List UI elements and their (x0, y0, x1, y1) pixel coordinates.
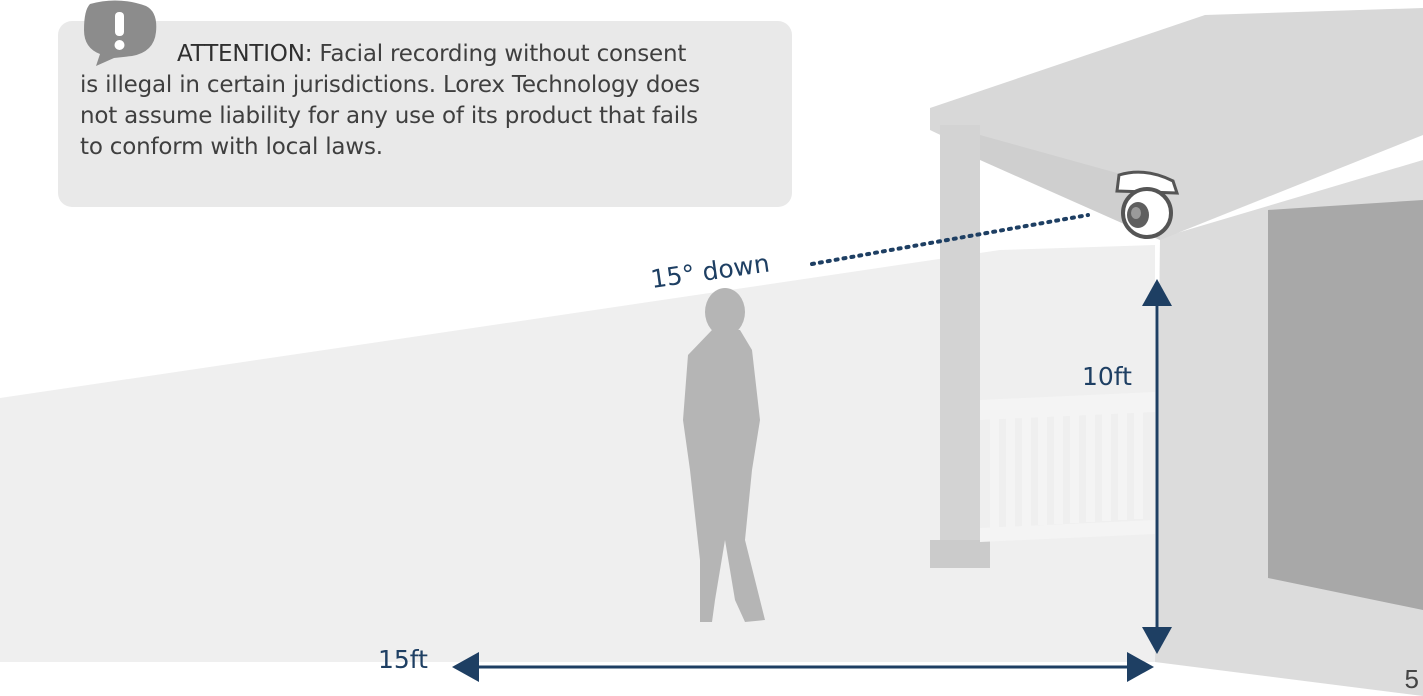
attention-line-1: ATTENTION: Facial recording without cons… (80, 39, 772, 70)
person-silhouette (683, 288, 765, 622)
porch-post-base (930, 540, 990, 568)
attention-text-1: Facial recording without consent (319, 41, 687, 67)
field-of-view-area (0, 245, 1155, 662)
exclamation-icon (84, 0, 157, 67)
attention-callout: ATTENTION: Facial recording without cons… (58, 21, 792, 207)
porch-ceiling (980, 135, 1160, 240)
distance-label: 15ft (378, 645, 428, 674)
attention-heading: ATTENTION: (177, 41, 313, 67)
porch-post (940, 125, 980, 565)
attention-line-2: is illegal in certain jurisdictions. Lor… (80, 72, 700, 98)
house (930, 8, 1423, 696)
attention-line-3: not assume liability for any use of its … (80, 103, 698, 129)
line-of-sight (810, 213, 1090, 266)
dome-camera-icon (1115, 170, 1180, 239)
porch-railing (980, 392, 1155, 542)
page-number: 5 (1404, 664, 1419, 694)
garage-door (1268, 200, 1423, 610)
attention-line-4: to conform with local laws. (80, 134, 383, 160)
height-label: 10ft (1082, 362, 1132, 391)
